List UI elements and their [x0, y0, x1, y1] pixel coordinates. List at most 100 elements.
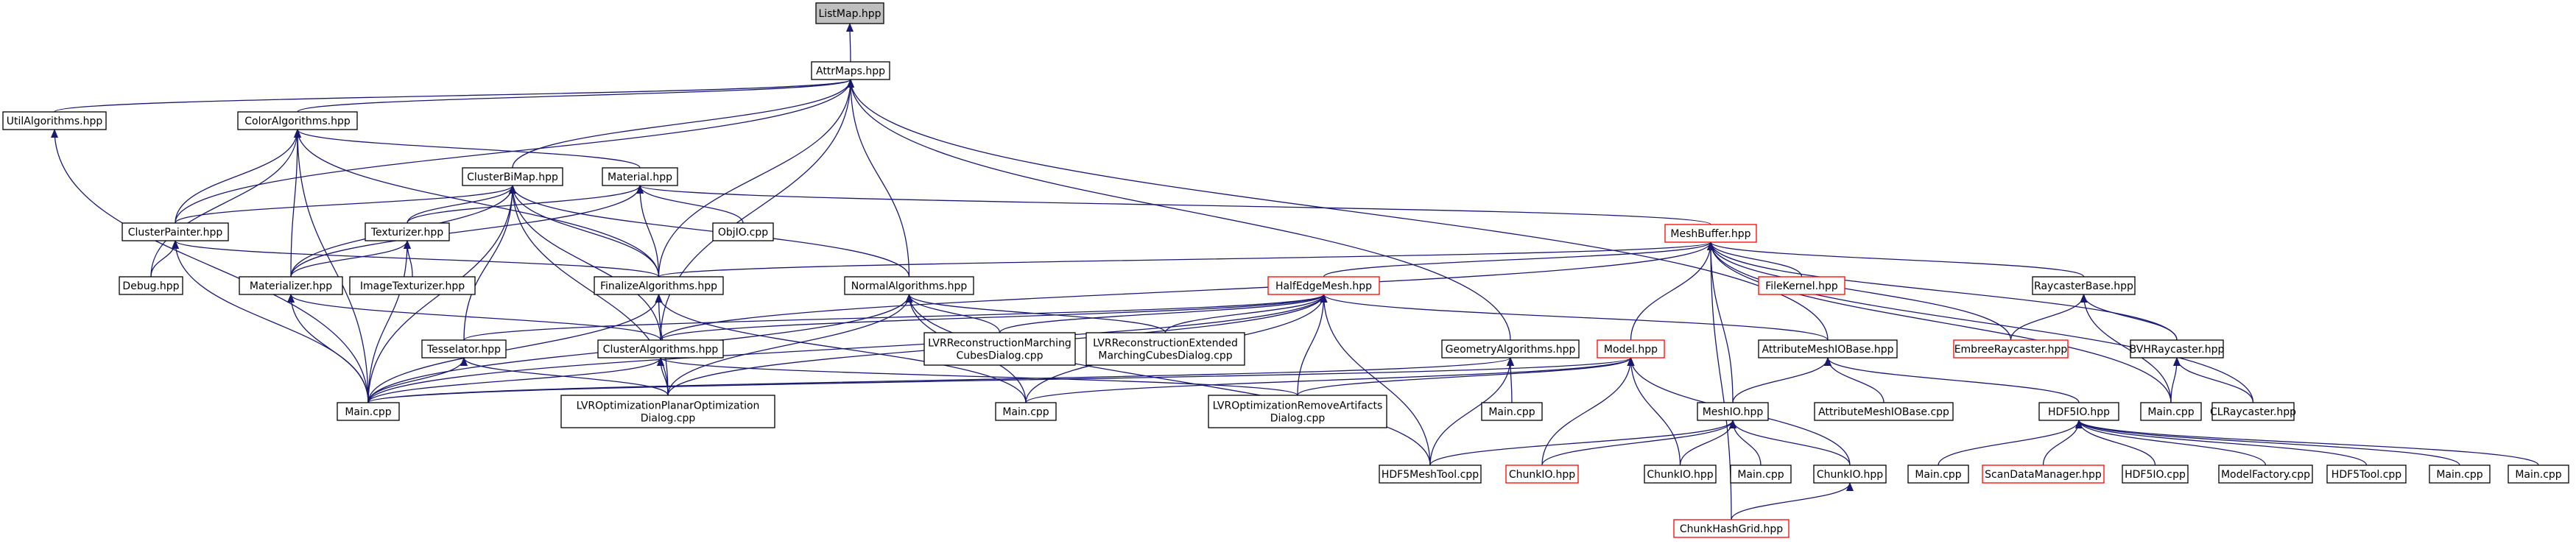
- node-box[interactable]: [119, 276, 183, 295]
- node-clusterpainter[interactable]: ClusterPainter.hpp: [122, 222, 229, 241]
- node-box[interactable]: [421, 339, 507, 358]
- node-clusteralg[interactable]: ClusterAlgorithms.hpp: [597, 339, 724, 358]
- node-box[interactable]: [2038, 402, 2119, 421]
- node-box[interactable]: [2429, 464, 2491, 484]
- node-hdf5meshtool[interactable]: HDF5MeshTool.cpp: [1379, 464, 1482, 484]
- node-box[interactable]: [1664, 224, 1757, 243]
- node-box[interactable]: [239, 276, 343, 295]
- node-box[interactable]: [1441, 339, 1580, 358]
- node-objio[interactable]: ObjIO.cpp: [712, 222, 774, 241]
- node-main_d[interactable]: Main.cpp: [2140, 402, 2202, 421]
- node-box[interactable]: [844, 276, 974, 295]
- node-hdf5iocpp[interactable]: HDF5IO.cpp: [2122, 464, 2189, 484]
- node-imagetexturizer[interactable]: ImageTexturizer.hpp: [349, 276, 476, 295]
- node-box[interactable]: [1907, 464, 1969, 484]
- node-listmap[interactable]: ListMap.hpp: [815, 2, 884, 24]
- node-hdf5tool[interactable]: HDF5Tool.cpp: [2326, 464, 2407, 484]
- node-box[interactable]: [1814, 402, 1954, 421]
- node-box[interactable]: [337, 402, 400, 421]
- node-box[interactable]: [1267, 276, 1380, 295]
- node-box[interactable]: [1813, 464, 1887, 484]
- node-meshbuffer[interactable]: MeshBuffer.hpp: [1664, 224, 1757, 243]
- node-material[interactable]: Material.hpp: [602, 167, 678, 186]
- node-box[interactable]: [2218, 464, 2313, 484]
- node-materializer[interactable]: Materializer.hpp: [239, 276, 343, 295]
- node-box[interactable]: [2508, 464, 2569, 484]
- node-main_h[interactable]: Main.cpp: [2508, 464, 2569, 484]
- node-raycasterbase[interactable]: RaycasterBase.hpp: [2032, 276, 2136, 295]
- node-finalizealg[interactable]: FinalizeAlgorithms.hpp: [594, 276, 724, 295]
- node-attrmeshiobase[interactable]: AttributeMeshIOBase.hpp: [1758, 339, 1898, 358]
- node-hdf5io[interactable]: HDF5IO.hpp: [2038, 402, 2119, 421]
- node-main_f[interactable]: Main.cpp: [1907, 464, 1969, 484]
- node-chunkio_2[interactable]: ChunkIO.hpp: [1813, 464, 1887, 484]
- node-scandatamanager[interactable]: ScanDataManager.hpp: [1982, 464, 2105, 484]
- node-box[interactable]: [815, 2, 884, 24]
- node-box[interactable]: [1208, 395, 1387, 428]
- node-box[interactable]: [560, 395, 775, 428]
- node-halfedgemesh[interactable]: HalfEdgeMesh.hpp: [1267, 276, 1380, 295]
- node-coloralg[interactable]: ColorAlgorithms.hpp: [237, 111, 358, 130]
- node-texturizer[interactable]: Texturizer.hpp: [365, 222, 450, 241]
- node-chunkio_red[interactable]: ChunkIO.hpp: [1505, 464, 1579, 484]
- node-box[interactable]: [923, 332, 1076, 366]
- node-box[interactable]: [1085, 332, 1245, 366]
- node-embree[interactable]: EmbreeRaycaster.hpp: [1953, 339, 2069, 358]
- node-attrmeshiobasecpp[interactable]: AttributeMeshIOBase.cpp: [1814, 402, 1954, 421]
- node-geomalg[interactable]: GeometryAlgorithms.hpp: [1441, 339, 1580, 358]
- node-tesselator[interactable]: Tesselator.hpp: [421, 339, 507, 358]
- node-normalalg[interactable]: NormalAlgorithms.hpp: [844, 276, 974, 295]
- node-box[interactable]: [2130, 339, 2224, 358]
- node-box[interactable]: [811, 61, 890, 80]
- node-box[interactable]: [712, 222, 774, 241]
- node-debug[interactable]: Debug.hpp: [119, 276, 183, 295]
- node-box[interactable]: [1730, 464, 1792, 484]
- node-box[interactable]: [1758, 339, 1898, 358]
- node-modelfactory[interactable]: ModelFactory.cpp: [2218, 464, 2313, 484]
- node-box[interactable]: [2211, 402, 2295, 421]
- node-model[interactable]: Model.hpp: [1597, 339, 1665, 358]
- node-box[interactable]: [1697, 402, 1769, 421]
- node-box[interactable]: [122, 222, 229, 241]
- node-box[interactable]: [1953, 339, 2069, 358]
- node-box[interactable]: [602, 167, 678, 186]
- node-box[interactable]: [1505, 464, 1579, 484]
- node-box[interactable]: [365, 222, 450, 241]
- node-lvrext[interactable]: LVRReconstructionExtendedMarchingCubesDi…: [1085, 332, 1245, 366]
- node-chunkhashgrid[interactable]: ChunkHashGrid.hpp: [1673, 519, 1790, 538]
- node-main_g[interactable]: Main.cpp: [2429, 464, 2491, 484]
- node-meshio[interactable]: MeshIO.hpp: [1697, 402, 1769, 421]
- node-filekernel[interactable]: FileKernel.hpp: [1758, 276, 1845, 295]
- node-box[interactable]: [2326, 464, 2407, 484]
- node-box[interactable]: [462, 167, 563, 186]
- node-box[interactable]: [349, 276, 476, 295]
- node-chunkio_1[interactable]: ChunkIO.hpp: [1644, 464, 1717, 484]
- node-clraycaster[interactable]: CLRaycaster.hpp: [2210, 402, 2296, 421]
- node-box[interactable]: [2, 111, 107, 130]
- node-box[interactable]: [2032, 276, 2136, 295]
- node-box[interactable]: [1644, 464, 1717, 484]
- node-box[interactable]: [1758, 276, 1845, 295]
- node-box[interactable]: [597, 339, 724, 358]
- node-box[interactable]: [594, 276, 724, 295]
- node-main_b[interactable]: Main.cpp: [1481, 402, 1543, 421]
- node-utilalg[interactable]: UtilAlgorithms.hpp: [2, 111, 107, 130]
- node-main_a[interactable]: Main.cpp: [337, 402, 400, 421]
- node-bvhraycaster[interactable]: BVHRaycaster.hpp: [2130, 339, 2225, 358]
- node-box[interactable]: [2140, 402, 2202, 421]
- node-box[interactable]: [1481, 402, 1543, 421]
- node-box[interactable]: [1379, 464, 1482, 484]
- node-box[interactable]: [1982, 464, 2105, 484]
- node-box[interactable]: [995, 402, 1057, 421]
- node-clusterbimap[interactable]: ClusterBiMap.hpp: [462, 167, 563, 186]
- node-main_e[interactable]: Main.cpp: [1730, 464, 1792, 484]
- node-attrmaps[interactable]: AttrMaps.hpp: [811, 61, 890, 80]
- node-box[interactable]: [237, 111, 358, 130]
- node-box[interactable]: [1597, 339, 1665, 358]
- node-box[interactable]: [2122, 464, 2189, 484]
- node-main_c[interactable]: Main.cpp: [995, 402, 1057, 421]
- node-box[interactable]: [1673, 519, 1790, 538]
- node-lvrplanar[interactable]: LVROptimizationPlanarOptimizationDialog.…: [560, 395, 775, 428]
